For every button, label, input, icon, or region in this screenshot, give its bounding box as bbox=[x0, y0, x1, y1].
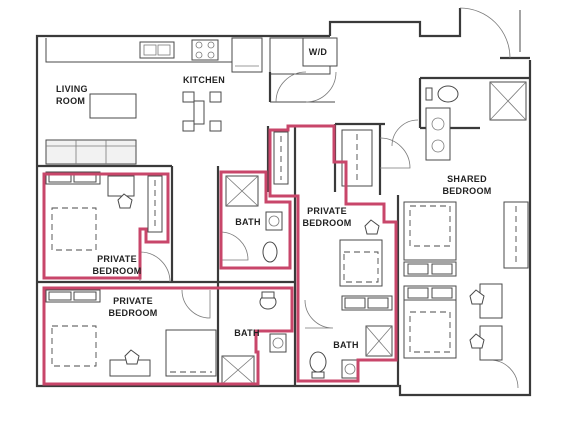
bath-3-label: BATH bbox=[333, 340, 359, 350]
room-labels: LIVING ROOM KITCHEN W/D SHARED BEDROOM P… bbox=[56, 47, 491, 350]
kitchen-counter bbox=[45, 37, 263, 73]
closet bbox=[165, 329, 217, 377]
bath-3-fixtures bbox=[309, 325, 393, 379]
shared-bedroom-label-line2: BEDROOM bbox=[442, 186, 491, 196]
bath-2-label: BATH bbox=[234, 328, 260, 338]
bath-1-label: BATH bbox=[235, 217, 261, 227]
private-bedroom-1-label-line2: BEDROOM bbox=[92, 266, 141, 276]
bed-2 bbox=[403, 299, 457, 359]
kitchen-label: KITCHEN bbox=[183, 75, 225, 85]
sofa bbox=[45, 139, 137, 165]
chair bbox=[364, 219, 380, 235]
sink bbox=[139, 41, 175, 59]
private-bedroom-3-furniture bbox=[273, 129, 393, 311]
private-suite-highlights bbox=[42, 124, 398, 386]
sink bbox=[269, 333, 287, 353]
bath-2-fixtures bbox=[221, 291, 287, 385]
private-bedroom-1-label-line1: PRIVATE bbox=[97, 254, 137, 264]
shared-bedroom-furniture bbox=[403, 201, 529, 361]
private-bedroom-1-outline bbox=[42, 172, 170, 280]
laundry-closet bbox=[268, 37, 338, 103]
desk bbox=[107, 175, 135, 197]
bed-1 bbox=[403, 201, 457, 261]
exterior-walls bbox=[35, 7, 532, 397]
private-bedroom-2-outline bbox=[42, 286, 294, 386]
refrigerator bbox=[231, 37, 263, 73]
shared-bedroom-label-line1: SHARED bbox=[447, 174, 487, 184]
sink bbox=[265, 211, 283, 231]
private-bedroom-3-label-line1: PRIVATE bbox=[307, 206, 347, 216]
kitchen-island bbox=[89, 91, 222, 132]
private-bedroom-3-outline bbox=[268, 124, 398, 383]
desk-1 bbox=[479, 283, 503, 319]
shared-bath-fixtures bbox=[425, 81, 527, 161]
chair bbox=[117, 193, 133, 209]
washer-dryer bbox=[302, 37, 338, 67]
toilet bbox=[437, 85, 459, 103]
cooktop bbox=[191, 39, 219, 61]
washer-dryer-label: W/D bbox=[309, 47, 328, 57]
vanity bbox=[425, 107, 451, 161]
toilet bbox=[309, 351, 327, 373]
bed bbox=[339, 239, 383, 287]
private-bedroom-2-furniture bbox=[45, 289, 217, 377]
chair bbox=[124, 349, 140, 365]
living-room-label-line2: ROOM bbox=[56, 96, 85, 106]
private-bedroom-3-label-line2: BEDROOM bbox=[302, 218, 351, 228]
private-bedroom-2-label-line2: BEDROOM bbox=[108, 308, 157, 318]
living-room-label-line1: LIVING bbox=[56, 84, 88, 94]
bath-1-outline bbox=[219, 170, 292, 270]
wardrobe-1 bbox=[503, 201, 529, 269]
sink bbox=[341, 359, 359, 379]
bath-1-fixtures bbox=[225, 175, 283, 263]
private-bedroom-2-label-line1: PRIVATE bbox=[113, 296, 153, 306]
